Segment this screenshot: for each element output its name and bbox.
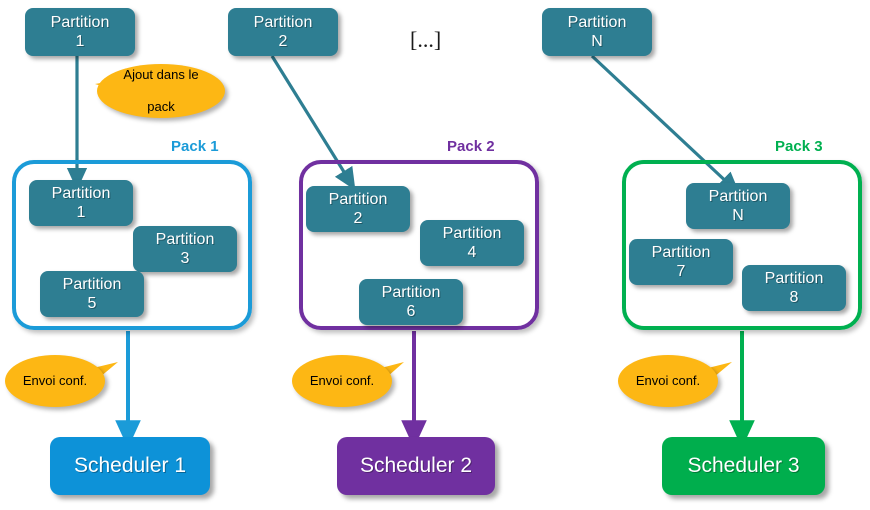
partition-box-pack2-4[interactable]: Partition 4 xyxy=(420,220,524,266)
partition-label: Partition xyxy=(442,225,502,242)
scheduler-label: Scheduler 2 xyxy=(359,454,473,477)
partition-box-pack2-6[interactable]: Partition 6 xyxy=(359,279,463,325)
partition-number: 2 xyxy=(278,33,288,50)
pack-container-2[interactable] xyxy=(299,160,539,330)
partition-box-top-2[interactable]: Partition 2 xyxy=(228,8,338,56)
partition-number: N xyxy=(591,33,603,50)
partition-number: 4 xyxy=(467,244,477,261)
partition-label: Partition xyxy=(708,188,768,205)
pack-label-2: Pack 2 xyxy=(447,138,495,155)
partition-label: Partition xyxy=(155,231,215,248)
arrow-partition2-to-pack2 xyxy=(270,55,356,191)
partition-number: 8 xyxy=(789,289,799,306)
partition-box-pack1-3[interactable]: Partition 3 xyxy=(133,226,237,272)
partition-number: 7 xyxy=(676,263,686,280)
partition-label: Partition xyxy=(567,14,627,31)
callout-line-2: pack xyxy=(147,99,175,114)
partition-label: Partition xyxy=(50,14,110,31)
partition-label: Partition xyxy=(51,185,111,202)
partition-label: Partition xyxy=(764,270,824,287)
partition-number: N xyxy=(732,207,744,224)
scheduler-box-2[interactable]: Scheduler 2 xyxy=(337,437,495,495)
partition-box-pack3-7[interactable]: Partition 7 xyxy=(629,239,733,285)
partition-box-pack2-2[interactable]: Partition 2 xyxy=(306,186,410,232)
callout-line-1: Ajout dans le xyxy=(123,67,199,82)
pack-label-1: Pack 1 xyxy=(171,138,219,155)
scheduler-box-3[interactable]: Scheduler 3 xyxy=(662,437,825,495)
callout-text: Envoi conf. xyxy=(22,373,88,388)
partition-label: Partition xyxy=(253,14,313,31)
partition-number: 5 xyxy=(87,295,97,312)
partition-label: Partition xyxy=(62,276,122,293)
callout-text: Envoi conf. xyxy=(635,373,701,388)
partition-box-top-N[interactable]: Partition N xyxy=(542,8,652,56)
partition-number: 1 xyxy=(76,204,86,221)
partition-box-top-1[interactable]: Partition 1 xyxy=(25,8,135,56)
scheduler-box-1[interactable]: Scheduler 1 xyxy=(50,437,210,495)
partition-box-pack1-5[interactable]: Partition 5 xyxy=(40,271,144,317)
partition-number: 3 xyxy=(180,250,190,267)
pack-label-3: Pack 3 xyxy=(775,138,823,155)
callout-envoi-conf-2: Envoi conf. xyxy=(292,355,392,407)
pack-container-3[interactable] xyxy=(622,160,862,330)
partition-number: 2 xyxy=(353,210,363,227)
pack-container-1[interactable] xyxy=(12,160,252,330)
callout-envoi-conf-1: Envoi conf. xyxy=(5,355,105,407)
partition-label: Partition xyxy=(381,284,441,301)
partition-box-pack1-1[interactable]: Partition 1 xyxy=(29,180,133,226)
scheduler-label: Scheduler 3 xyxy=(687,454,800,477)
partition-number: 6 xyxy=(406,303,416,320)
callout-ajout-dans-le-pack: Ajout dans le pack xyxy=(97,64,225,118)
partition-box-pack3-N[interactable]: Partition N xyxy=(686,183,790,229)
partition-number: 1 xyxy=(75,33,85,50)
partition-box-pack3-8[interactable]: Partition 8 xyxy=(742,265,846,311)
callout-envoi-conf-3: Envoi conf. xyxy=(618,355,718,407)
arrow-partitionN-to-pack3 xyxy=(590,54,740,195)
scheduler-label: Scheduler 1 xyxy=(73,454,187,477)
partition-label: Partition xyxy=(651,244,711,261)
ellipsis-label: [...] xyxy=(410,27,442,52)
partition-label: Partition xyxy=(328,191,388,208)
callout-text: Envoi conf. xyxy=(309,373,375,388)
